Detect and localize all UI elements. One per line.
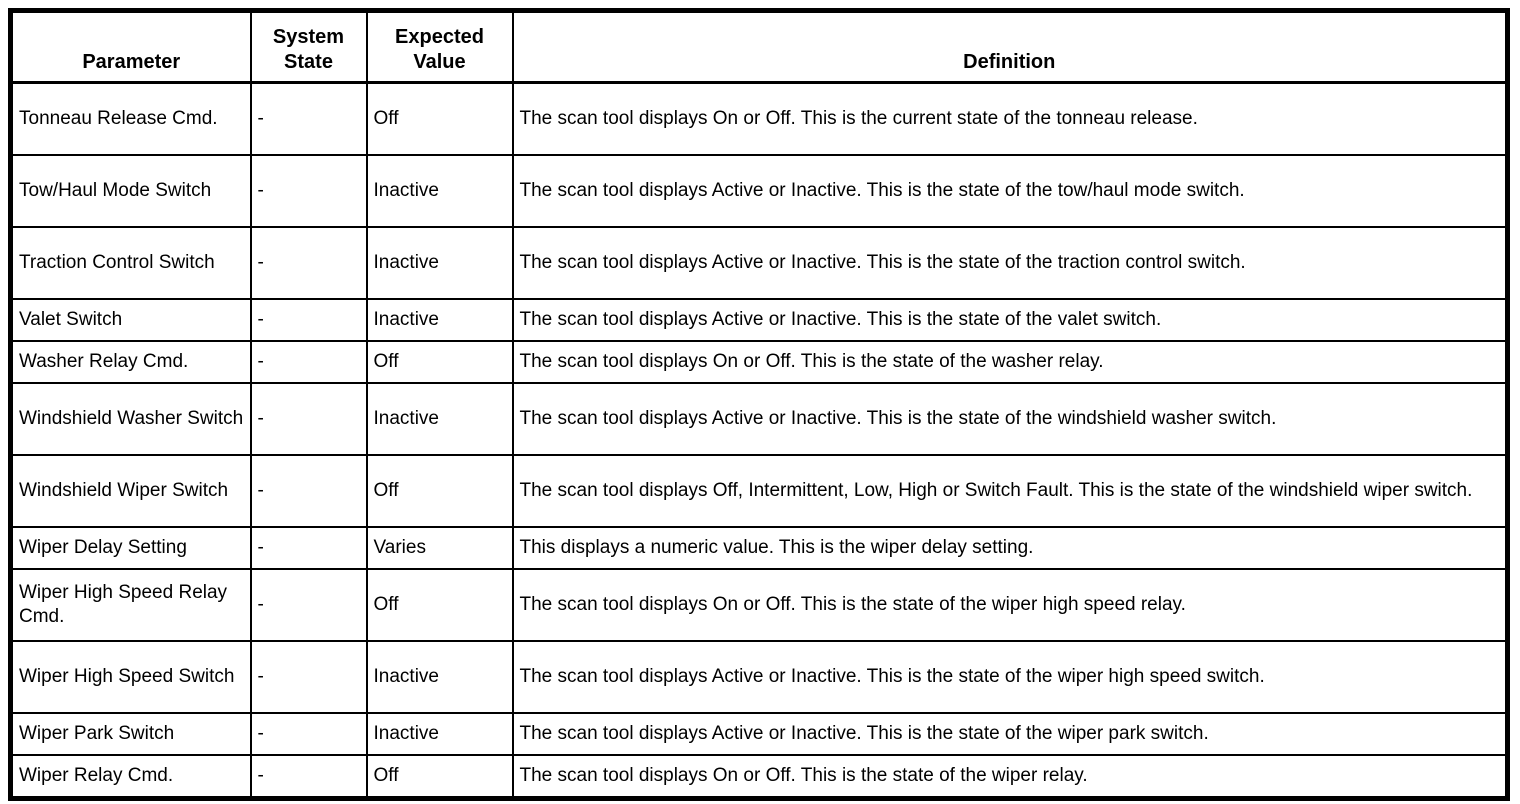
table-row: Washer Relay Cmd. - Off The scan tool di… (9, 339, 1509, 384)
system-state-cell: - (249, 81, 368, 156)
system-state-cell: - (249, 753, 368, 800)
table-row: Wiper High Speed Relay Cmd. - Off The sc… (9, 567, 1509, 642)
system-state-cell: - (249, 297, 368, 342)
table-row: Tonneau Release Cmd. - Off The scan tool… (9, 81, 1509, 156)
table-row: Traction Control Switch - Inactive The s… (9, 225, 1509, 300)
definition-cell: The scan tool displays Active or Inactiv… (511, 225, 1509, 300)
definition-cell: The scan tool displays Active or Inactiv… (511, 711, 1509, 756)
parameter-definition-table: Parameter System State Expected Value De… (8, 8, 1510, 801)
parameter-cell: Wiper High Speed Relay Cmd. (9, 567, 252, 642)
header-definition: Definition (511, 9, 1509, 84)
expected-value-cell: Inactive (365, 297, 514, 342)
parameter-cell: Tow/Haul Mode Switch (9, 153, 252, 228)
definition-cell: The scan tool displays Active or Inactiv… (511, 381, 1509, 456)
parameter-cell: Tonneau Release Cmd. (9, 81, 252, 156)
table-row: Windshield Wiper Switch - Off The scan t… (9, 453, 1509, 528)
expected-value-cell: Off (365, 453, 514, 528)
definition-cell: The scan tool displays Active or Inactiv… (511, 297, 1509, 342)
document-page: Parameter System State Expected Value De… (8, 8, 1510, 801)
table-body: Tonneau Release Cmd. - Off The scan tool… (9, 81, 1509, 800)
table-row: Wiper Delay Setting - Varies This displa… (9, 525, 1509, 570)
system-state-cell: - (249, 153, 368, 228)
expected-value-cell: Off (365, 81, 514, 156)
expected-value-cell: Inactive (365, 153, 514, 228)
table-row: Tow/Haul Mode Switch - Inactive The scan… (9, 153, 1509, 228)
expected-value-cell: Inactive (365, 639, 514, 714)
expected-value-cell: Varies (365, 525, 514, 570)
system-state-cell: - (249, 453, 368, 528)
expected-value-cell: Off (365, 753, 514, 800)
expected-value-cell: Off (365, 567, 514, 642)
table-header: Parameter System State Expected Value De… (9, 9, 1509, 84)
header-parameter: Parameter (9, 9, 252, 84)
system-state-cell: - (249, 339, 368, 384)
parameter-cell: Wiper Delay Setting (9, 525, 252, 570)
table-row: Windshield Washer Switch - Inactive The … (9, 381, 1509, 456)
definition-cell: The scan tool displays On or Off. This i… (511, 339, 1509, 384)
system-state-cell: - (249, 381, 368, 456)
header-row: Parameter System State Expected Value De… (9, 9, 1509, 84)
parameter-cell: Wiper High Speed Switch (9, 639, 252, 714)
parameter-cell: Windshield Washer Switch (9, 381, 252, 456)
parameter-cell: Windshield Wiper Switch (9, 453, 252, 528)
definition-cell: The scan tool displays Active or Inactiv… (511, 639, 1509, 714)
definition-cell: The scan tool displays Off, Intermittent… (511, 453, 1509, 528)
definition-cell: The scan tool displays On or Off. This i… (511, 81, 1509, 156)
parameter-cell: Washer Relay Cmd. (9, 339, 252, 384)
definition-cell: This displays a numeric value. This is t… (511, 525, 1509, 570)
expected-value-cell: Inactive (365, 711, 514, 756)
system-state-cell: - (249, 225, 368, 300)
parameter-cell: Wiper Park Switch (9, 711, 252, 756)
expected-value-cell: Inactive (365, 225, 514, 300)
parameter-cell: Traction Control Switch (9, 225, 252, 300)
system-state-cell: - (249, 525, 368, 570)
system-state-cell: - (249, 639, 368, 714)
system-state-cell: - (249, 711, 368, 756)
table-row: Wiper High Speed Switch - Inactive The s… (9, 639, 1509, 714)
expected-value-cell: Inactive (365, 381, 514, 456)
parameter-cell: Valet Switch (9, 297, 252, 342)
table-row: Wiper Park Switch - Inactive The scan to… (9, 711, 1509, 756)
table-row: Valet Switch - Inactive The scan tool di… (9, 297, 1509, 342)
definition-cell: The scan tool displays Active or Inactiv… (511, 153, 1509, 228)
parameter-cell: Wiper Relay Cmd. (9, 753, 252, 800)
header-expected-value: Expected Value (365, 9, 514, 84)
header-system-state: System State (249, 9, 368, 84)
system-state-cell: - (249, 567, 368, 642)
definition-cell: The scan tool displays On or Off. This i… (511, 567, 1509, 642)
table-row: Wiper Relay Cmd. - Off The scan tool dis… (9, 753, 1509, 800)
definition-cell: The scan tool displays On or Off. This i… (511, 753, 1509, 800)
expected-value-cell: Off (365, 339, 514, 384)
